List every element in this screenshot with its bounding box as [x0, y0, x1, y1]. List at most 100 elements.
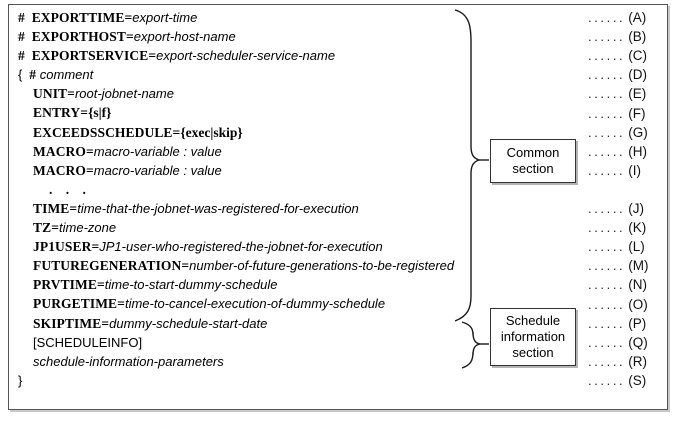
code-line: schedule-information-parameters — [18, 352, 488, 371]
code-operator: = — [101, 315, 110, 331]
code-value: time-to-cancel-execution-of-dummy-schedu… — [124, 296, 386, 312]
reference-label-id: (F) — [628, 105, 646, 121]
code-value: export-time — [132, 10, 198, 25]
code-operator: = — [148, 48, 157, 64]
reference-label: ......(R) — [588, 352, 668, 371]
code-keyword: SKIPTIME — [33, 315, 102, 331]
code-line: # EXPORTHOST=export-host-name — [18, 27, 488, 46]
reference-label: ......(J) — [588, 199, 668, 218]
code-operator: = — [117, 296, 125, 312]
comment-hash: # — [18, 48, 25, 64]
code-line: ENTRY={s|f} — [18, 103, 488, 122]
callout-schedule-section: Schedule information section — [490, 308, 576, 366]
reference-label: ......(P) — [588, 314, 668, 333]
code-operator: = — [51, 220, 60, 236]
leader-dots: ...... — [588, 67, 626, 83]
leader-dots: ...... — [588, 29, 626, 45]
callout-common-line1: Common — [506, 145, 560, 160]
code-operator: = — [69, 200, 78, 216]
code-keyword: # — [29, 67, 37, 83]
callout-schedule-line1: Schedule — [505, 313, 561, 328]
reference-label-id: (I) — [628, 162, 642, 178]
leader-dots: ...... — [588, 143, 626, 159]
leader-dots: ...... — [588, 162, 626, 178]
reference-label-id: (S) — [628, 372, 647, 388]
code-operator: = — [96, 277, 105, 293]
code-line: [SCHEDULEINFO] — [18, 333, 488, 352]
code-operator: = — [67, 86, 75, 102]
code-operator: = — [91, 239, 100, 255]
callout-schedule-line2: information — [500, 329, 566, 344]
reference-label: ......(B) — [588, 27, 668, 46]
leader-dots: ...... — [588, 86, 626, 102]
code-keyword: MACRO — [33, 143, 86, 159]
code-value: [SCHEDULEINFO] — [33, 334, 143, 350]
reference-label-id: (M) — [628, 258, 649, 274]
code-value: time-zone — [59, 220, 117, 236]
code-line: MACRO=macro-variable : value — [18, 161, 488, 180]
leader-dots: ...... — [588, 124, 626, 140]
reference-label-id: (J) — [628, 201, 645, 216]
code-line: # EXPORTTIME=export-time — [18, 8, 488, 27]
reference-label-id: (G) — [628, 124, 648, 140]
code-keyword: EXCEEDSSCHEDULE — [33, 124, 173, 140]
comment-hash: # — [18, 29, 25, 45]
reference-label-id: (C) — [628, 48, 648, 64]
leader-dots: ...... — [588, 239, 626, 255]
leader-dots: ...... — [588, 10, 626, 25]
code-line: JP1USER=JP1-user-who-registered-the-jobn… — [18, 237, 488, 256]
code-line: FUTUREGENERATION=number-of-future-genera… — [18, 256, 488, 275]
reference-label: ......(M) — [588, 256, 668, 275]
code-keyword: JP1USER — [33, 239, 92, 255]
code-operator: = — [126, 29, 134, 45]
reference-label: ......(C) — [588, 46, 668, 65]
callout-common-line2: section — [512, 161, 554, 176]
code-operator: = — [124, 10, 133, 25]
code-listing: # EXPORTTIME=export-time# EXPORTHOST=exp… — [18, 8, 488, 390]
code-keyword: PURGETIME — [33, 296, 118, 312]
code-operator: = — [80, 105, 89, 121]
code-line: # EXPORTSERVICE=export-scheduler-service… — [18, 46, 488, 65]
code-line: UNIT=root-jobnet-name — [18, 84, 488, 103]
leader-dots: ...... — [588, 258, 626, 274]
reference-label: ......(I) — [588, 161, 668, 180]
open-brace: { — [18, 67, 23, 83]
code-value: macro-variable : value — [93, 143, 222, 159]
code-line: EXCEEDSSCHEDULE={exec|skip} — [18, 123, 488, 142]
callout-schedule-line3: section — [512, 345, 554, 360]
reference-label: ......(K) — [588, 218, 668, 237]
code-line: MACRO=macro-variable : value — [18, 142, 488, 161]
code-value: export-scheduler-service-name — [156, 48, 336, 64]
reference-label: ......(H) — [588, 142, 668, 161]
reference-label: ......(A) — [588, 8, 668, 27]
reference-label: ......(F) — [588, 104, 668, 123]
code-keyword: UNIT — [33, 86, 68, 102]
reference-label-id: (A) — [628, 10, 647, 25]
leader-dots: ...... — [588, 201, 626, 216]
leader-dots: ...... — [588, 334, 626, 350]
code-keyword: EXPORTTIME — [31, 10, 125, 25]
reference-label: ......(L) — [588, 237, 668, 256]
reference-label-id: (L) — [628, 239, 645, 255]
code-line: TIME=time-that-the-jobnet-was-registered… — [18, 199, 488, 218]
code-operator: = — [86, 162, 94, 178]
code-operator: = — [86, 143, 94, 159]
code-value: number-of-future-generations-to-be-regis… — [189, 258, 455, 274]
code-value: } — [18, 372, 23, 388]
reference-label: ......(D) — [588, 65, 668, 84]
code-line: { # comment — [18, 65, 488, 84]
reference-label-id: (H) — [628, 143, 648, 159]
code-value: {exec|skip} — [180, 124, 243, 140]
code-value: time-to-start-dummy-schedule — [104, 277, 278, 293]
code-line: SKIPTIME=dummy-schedule-start-date — [18, 314, 488, 333]
code-value: {s|f} — [88, 105, 112, 121]
code-line: TZ=time-zone — [18, 218, 488, 237]
reference-label-id: (N) — [628, 277, 648, 293]
code-value: export-host-name — [133, 29, 236, 45]
code-keyword: TIME — [33, 200, 70, 216]
code-keyword: EXPORTSERVICE — [31, 48, 149, 64]
code-keyword: TZ — [33, 220, 52, 236]
leader-dots: ...... — [588, 48, 626, 64]
leader-dots: ...... — [588, 296, 626, 312]
